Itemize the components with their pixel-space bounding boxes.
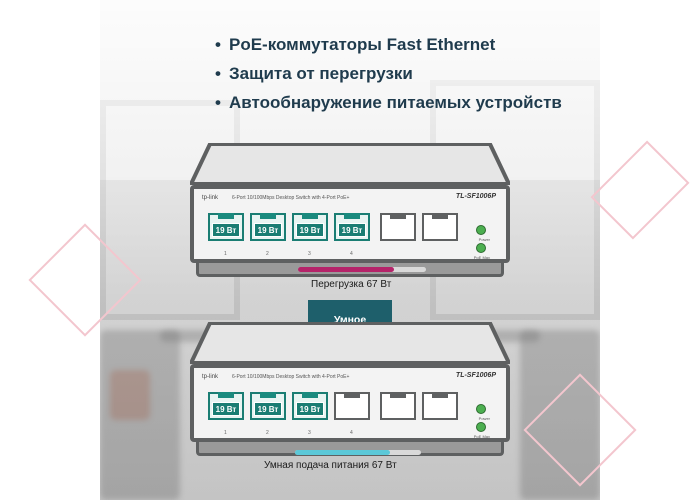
port-row: 19 Вт 19 Вт 19 Вт [208, 392, 458, 428]
feature-list: •PoE-коммутаторы Fast Ethernet •Защита о… [215, 30, 562, 117]
switch-description: 6-Port 10/100Mbps Desktop Switch with 4-… [232, 195, 350, 201]
port-row: 19 Вт 19 Вт 19 Вт 19 Вт [208, 213, 458, 249]
brand-logo: tp-link [202, 195, 219, 201]
power-led-icon [476, 404, 486, 414]
uplink-port [422, 392, 458, 420]
poe-port: 19 Вт [250, 213, 286, 241]
power-led-icon [476, 225, 486, 235]
poe-port: 19 Вт [208, 392, 244, 420]
poe-port: 19 Вт [250, 392, 286, 420]
switch-model: TL-SF1006P [455, 372, 496, 379]
switch-description: 6-Port 10/100Mbps Desktop Switch with 4-… [232, 374, 350, 380]
poe-port-unpowered [334, 392, 370, 420]
switch-front-panel: tp-link 6-Port 10/100Mbps Desktop Switch… [190, 185, 510, 263]
feature-item: •Автообнаружение питаемых устройств [215, 88, 562, 117]
bullet-icon: • [215, 35, 221, 54]
feature-item: •Защита от перегрузки [215, 59, 562, 88]
poe-port: 19 Вт [292, 213, 328, 241]
brand-logo: tp-link [202, 374, 219, 380]
uplink-port [422, 213, 458, 241]
smart-bar-fill [295, 450, 390, 455]
poe-port: 19 Вт [208, 213, 244, 241]
overload-caption: Перегрузка 67 Вт [311, 279, 392, 290]
switch-model: TL-SF1006P [455, 193, 496, 200]
switch-top-panel [190, 143, 510, 185]
poe-port: 19 Вт [334, 213, 370, 241]
uplink-port [380, 213, 416, 241]
decorative-frame [590, 140, 690, 240]
poe-max-led-icon [476, 422, 486, 432]
uplink-port [380, 392, 416, 420]
bullet-icon: • [215, 93, 221, 112]
bullet-icon: • [215, 64, 221, 83]
switch-front-panel: tp-link 6-Port 10/100Mbps Desktop Switch… [190, 364, 510, 442]
overload-bar-fill [298, 267, 394, 272]
smart-power-caption: Умная подача питания 67 Вт [264, 460, 397, 471]
poe-max-led-icon [476, 243, 486, 253]
poe-port: 19 Вт [292, 392, 328, 420]
feature-item: •PoE-коммутаторы Fast Ethernet [215, 30, 562, 59]
